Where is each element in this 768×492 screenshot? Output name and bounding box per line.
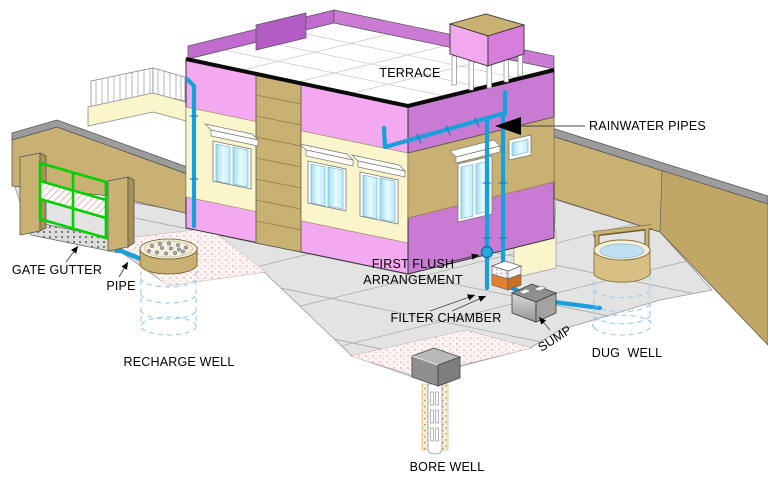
balcony (87, 67, 187, 127)
dug-well (592, 224, 653, 336)
first-flush-valve (480, 245, 494, 259)
bore-cap (410, 347, 462, 387)
recharge-well-label: RECHARGE WELL (124, 355, 235, 369)
rainwater-pipes-label: RAINWATER PIPES (589, 119, 706, 133)
stone-cladding-column (255, 73, 302, 253)
filter-chamber (490, 260, 532, 299)
water-tank (448, 13, 526, 91)
bore-well (410, 347, 462, 455)
balcony-railing (95, 69, 182, 106)
first-flush-label-line2: ARRANGEMENT (363, 273, 463, 287)
sump (510, 283, 603, 323)
bore-slots (430, 391, 439, 442)
perforated-cover-holes (147, 241, 188, 256)
window (350, 154, 407, 225)
underground-casing (592, 266, 652, 336)
window (508, 134, 532, 161)
window (203, 123, 260, 190)
pipe-label: PIPE (106, 279, 135, 293)
dug-well-label: DUG WELL (592, 346, 663, 360)
parapet-raised-block (255, 12, 307, 51)
first-flush-label-line1: FIRST FLUSH (372, 257, 455, 271)
well-water (599, 243, 645, 259)
window (449, 139, 501, 223)
terrace-label: TERRACE (379, 66, 440, 80)
bore-well-label: BORE WELL (410, 460, 485, 474)
gate-pillar-right (107, 176, 135, 252)
right-compound-wall (551, 127, 768, 346)
rainwater-arrow (495, 117, 521, 135)
filter-chamber-label: FILTER CHAMBER (391, 311, 502, 325)
gate (38, 161, 108, 240)
underground-casing (140, 262, 197, 336)
terrace-tiles (223, 31, 518, 97)
recharge-well (139, 238, 198, 336)
window (298, 143, 355, 212)
gate-gutter-label: GATE GUTTER (12, 263, 102, 277)
house-front-face (185, 58, 409, 275)
house (185, 9, 555, 275)
gate-pillar-left (19, 152, 47, 236)
rainwater-downpipes (184, 76, 508, 291)
